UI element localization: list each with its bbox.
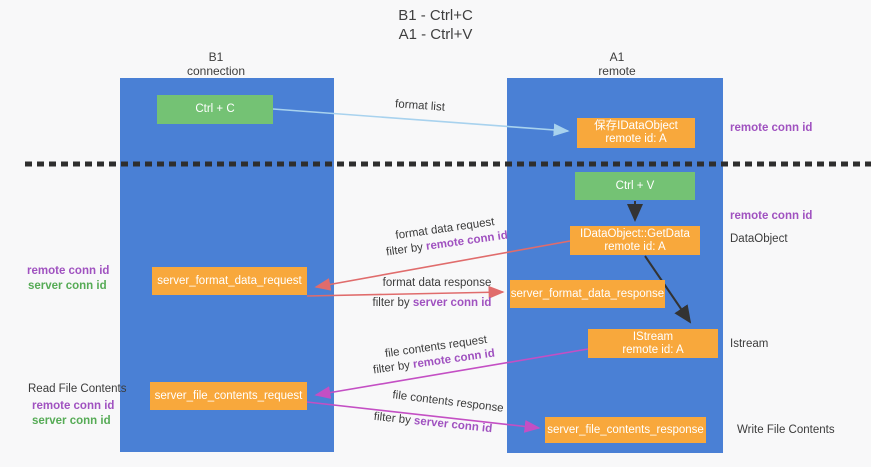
- format-data-response-label: format data response: [382, 277, 492, 289]
- server-file-contents-response-label: server_file_contents_response: [547, 423, 704, 436]
- remote-conn-id-right-mid: remote conn id: [730, 210, 813, 222]
- save-idataobject-line1: 保存IDataObject: [594, 120, 678, 132]
- server-conn-id-text: server conn id: [413, 415, 493, 436]
- getdata-line1: IDataObject::GetData: [580, 227, 690, 240]
- lane-header-a1: A1 remote: [567, 50, 667, 78]
- file-contents-response-label: file contents response: [391, 389, 505, 415]
- title-line-1: B1 - Ctrl+C: [398, 7, 473, 24]
- write-file-contents-label: Write File Contents: [737, 424, 835, 436]
- filter-by-server-conn-id-label-2: filter by server conn id: [373, 411, 493, 435]
- diagram-title: B1 - Ctrl+C A1 - Ctrl+V: [0, 6, 871, 44]
- title-line-2: A1 - Ctrl+V: [398, 26, 473, 43]
- idataobject-getdata-node: IDataObject::GetData remote id: A: [570, 226, 700, 255]
- read-file-contents-label: Read File Contents: [28, 383, 127, 395]
- save-idataobject-node: 保存IDataObject remote id: A: [577, 118, 695, 148]
- dataobject-label: DataObject: [730, 233, 788, 245]
- server-file-contents-request-node: server_file_contents_request: [150, 382, 307, 410]
- lane-a1-title: A1: [609, 50, 625, 64]
- format-data-response-arrow: [306, 285, 505, 299]
- istream-line2: remote id: A: [622, 343, 684, 356]
- remote-conn-id-right-top: remote conn id: [730, 122, 813, 134]
- getdata-line2: remote id: A: [604, 240, 666, 253]
- server-file-contents-request-label: server_file_contents_request: [154, 389, 303, 402]
- filter-by-server-conn-id-label-1: filter by server conn id: [373, 297, 492, 309]
- filter-by-text: filter by: [372, 297, 410, 309]
- server-conn-id-text: server conn id: [412, 297, 492, 309]
- server-format-data-request-label: server_format_data_request: [157, 274, 302, 287]
- server-format-data-response-label: server_format_data_response: [510, 287, 665, 300]
- ctrl-v-node: Ctrl + V: [575, 172, 695, 200]
- remote-conn-id-left-bottom: remote conn id: [32, 400, 115, 412]
- ctrl-c-label: Ctrl + C: [195, 103, 235, 115]
- remote-conn-id-left-top: remote conn id: [27, 265, 110, 277]
- server-conn-id-left-bottom: server conn id: [32, 415, 111, 427]
- istream-node: IStream remote id: A: [588, 329, 718, 358]
- istream-line1: IStream: [632, 330, 674, 343]
- ctrl-v-label: Ctrl + V: [615, 179, 655, 192]
- lane-header-b1: B1 connection: [166, 50, 266, 78]
- ctrl-c-node: Ctrl + C: [157, 95, 273, 124]
- lane-b1-subtitle: connection: [186, 64, 246, 78]
- filter-by-text: filter by: [372, 359, 411, 377]
- server-format-data-response-node: server_format_data_response: [510, 280, 665, 308]
- istream-side-label: Istream: [730, 338, 769, 350]
- server-file-contents-response-node: server_file_contents_response: [545, 417, 706, 443]
- lane-b1-title: B1: [208, 50, 224, 64]
- lane-a1-subtitle: remote: [598, 64, 636, 78]
- format-list-label: format list: [394, 98, 446, 114]
- server-conn-id-left-top: server conn id: [28, 280, 107, 292]
- save-idataobject-line2: remote id: A: [605, 133, 667, 145]
- filter-by-text: filter by: [385, 241, 424, 259]
- filter-by-text: filter by: [373, 410, 412, 427]
- server-format-data-request-node: server_format_data_request: [152, 267, 307, 295]
